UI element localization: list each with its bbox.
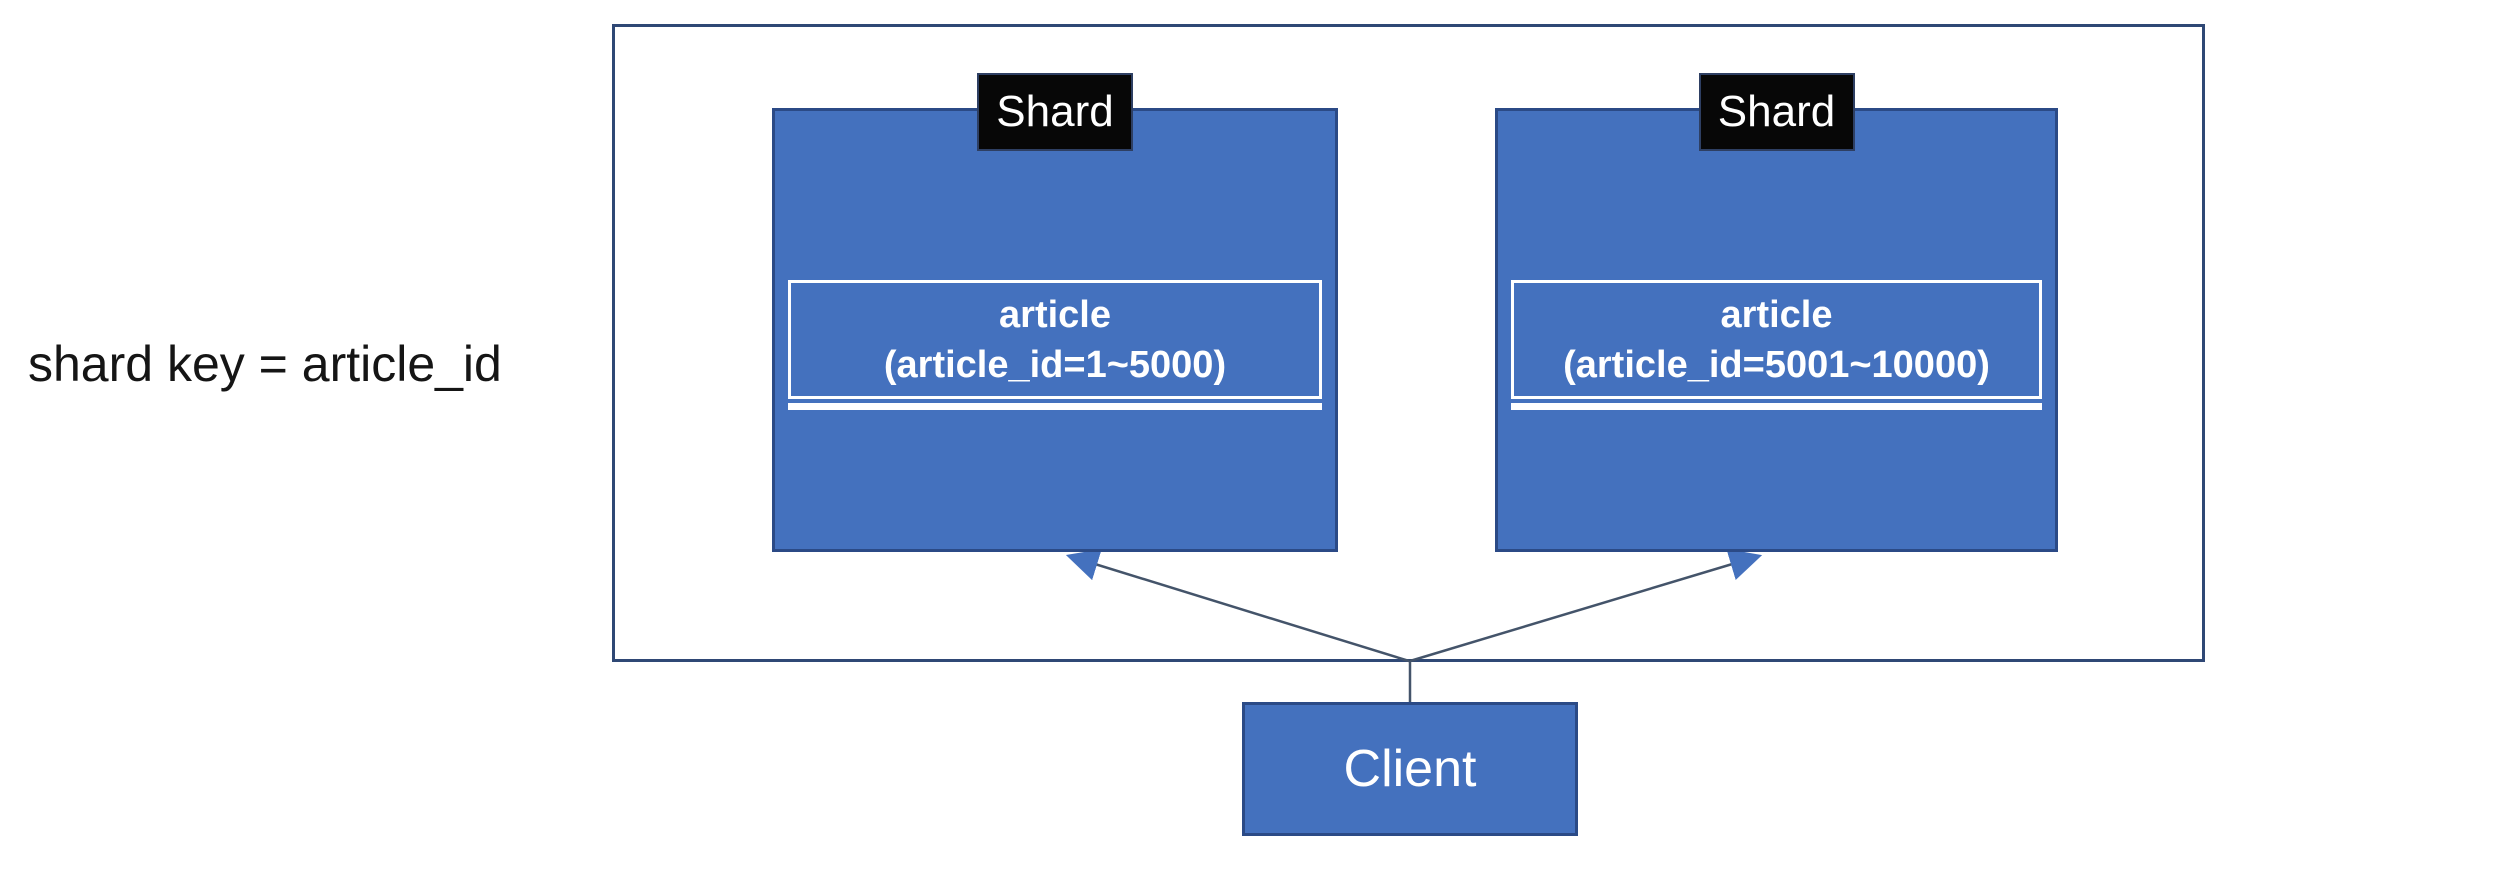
table-underline-1	[788, 403, 1322, 410]
table-underline-2	[1511, 403, 2042, 410]
table-name-1: article	[999, 293, 1111, 336]
table-id-range-1: (article_id=1~5000)	[883, 343, 1227, 386]
client-box: Client	[1242, 702, 1578, 836]
article-table-1: article (article_id=1~5000)	[788, 280, 1322, 399]
article-table-2: article (article_id=5001~10000)	[1511, 280, 2042, 399]
shard-box-2: Shard article (article_id=5001~10000)	[1495, 73, 2058, 552]
shard-key-annotation: shard key = article_id	[28, 336, 502, 392]
table-name-2: article	[1720, 293, 1833, 336]
shard-badge-2: Shard	[1698, 73, 1855, 151]
table-id-range-2: (article_id=5001~10000)	[1563, 343, 1990, 386]
client-label: Client	[1343, 740, 1477, 798]
shard-badge-1: Shard	[977, 73, 1133, 151]
shard-box-1: Shard article (article_id=1~5000)	[772, 73, 1338, 552]
